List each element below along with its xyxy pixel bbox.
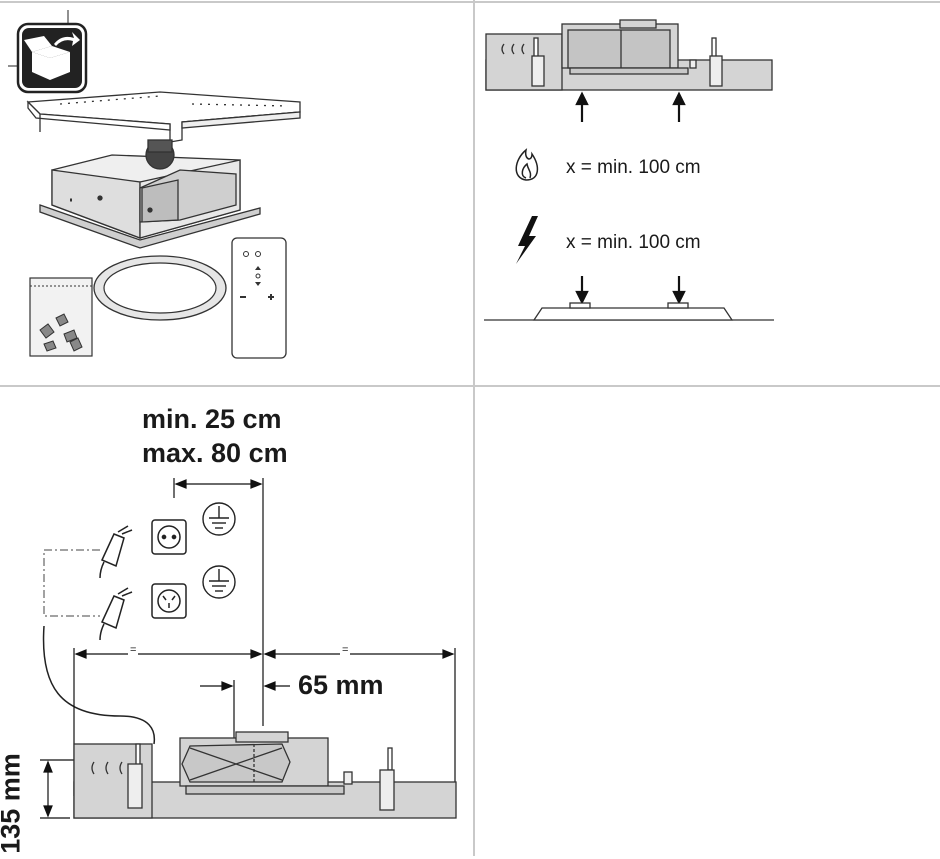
power-cable — [42, 625, 156, 745]
hood-unit — [39, 139, 261, 249]
hood-side-view — [485, 19, 773, 91]
empty-panel — [474, 386, 940, 856]
min-distance-label: min. 25 cm — [142, 404, 282, 434]
lightning-icon — [516, 216, 538, 264]
flame-icon — [515, 148, 539, 181]
schuko-socket-icon — [151, 519, 187, 555]
mounting-frame — [26, 91, 301, 143]
cooktop — [484, 302, 774, 321]
unpack-box-icon — [16, 22, 88, 94]
clearance-panel: x = min. 100 cm x = min. 100 cm — [474, 0, 940, 386]
electric-clearance-label: x = min. 100 cm — [566, 232, 701, 253]
max-distance-label: max. 80 cm — [142, 438, 288, 468]
clearance-illustration — [484, 19, 774, 321]
screw-bag-icon — [29, 277, 93, 357]
down-arrows — [575, 276, 686, 305]
equal-mark-right: = — [340, 644, 351, 656]
socket-distance-dimension — [173, 478, 264, 726]
hood-side-view-large — [73, 731, 457, 819]
equal-mark-left: = — [128, 644, 139, 656]
decor-ring — [93, 255, 227, 321]
package-contents-panel — [0, 0, 474, 386]
australian-socket-icon — [151, 583, 187, 619]
offset-label: 65 mm — [298, 670, 384, 700]
installation-illustration — [40, 478, 457, 819]
package-contents-illustration — [8, 10, 301, 359]
plug-icon — [99, 525, 133, 641]
ground-symbol-icon — [202, 502, 236, 599]
plug-bracket — [43, 549, 100, 617]
height-dimension — [40, 759, 150, 819]
installation-panel: min. 25 cm max. 80 cm = = 65 mm 135 mm — [0, 386, 474, 856]
gas-clearance-label: x = min. 100 cm — [566, 157, 701, 178]
height-label: 135 mm — [0, 753, 26, 854]
up-arrows — [575, 91, 686, 122]
remote-control-icon — [231, 237, 287, 359]
